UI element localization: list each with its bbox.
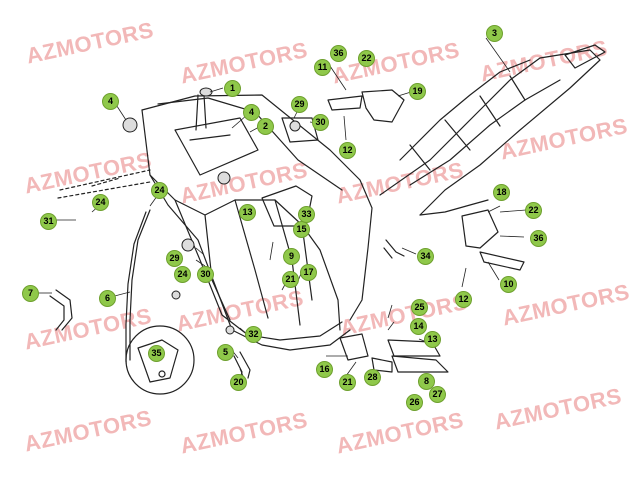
part-callout-29: 29: [166, 250, 183, 267]
part-callout-34: 34: [417, 248, 434, 265]
part-callout-4: 4: [243, 104, 260, 121]
part-callout-3: 3: [486, 25, 503, 42]
part-callout-28: 28: [364, 369, 381, 386]
part-callout-26: 26: [406, 394, 423, 411]
part-callout-14: 14: [410, 318, 427, 335]
part-callout-6: 6: [99, 290, 116, 307]
part-callout-24: 24: [174, 266, 191, 283]
part-callout-4: 4: [102, 93, 119, 110]
part-callout-30: 30: [197, 266, 214, 283]
part-callout-19: 19: [409, 83, 426, 100]
part-callout-13: 13: [239, 204, 256, 221]
part-callout-20: 20: [230, 374, 247, 391]
part-callout-1: 1: [224, 80, 241, 97]
part-callout-27: 27: [429, 386, 446, 403]
part-callout-32: 32: [245, 326, 262, 343]
part-callout-12: 12: [455, 291, 472, 308]
part-callout-2: 2: [257, 118, 274, 135]
part-callout-33: 33: [298, 206, 315, 223]
part-callout-16: 16: [316, 361, 333, 378]
part-callout-22: 22: [525, 202, 542, 219]
part-callout-35: 35: [148, 345, 165, 362]
part-callout-17: 17: [300, 264, 317, 281]
part-callout-22: 22: [358, 50, 375, 67]
part-callout-11: 11: [314, 59, 331, 76]
part-callout-5: 5: [217, 344, 234, 361]
part-callout-25: 25: [411, 299, 428, 316]
part-callout-15: 15: [293, 221, 310, 238]
part-callout-21: 21: [282, 271, 299, 288]
part-callout-21: 21: [339, 374, 356, 391]
part-callout-31: 31: [40, 213, 57, 230]
part-callout-24: 24: [92, 194, 109, 211]
part-callout-36: 36: [330, 45, 347, 62]
part-callout-30: 30: [312, 114, 329, 131]
part-callout-8: 8: [418, 373, 435, 390]
part-callout-24: 24: [151, 182, 168, 199]
part-callout-18: 18: [493, 184, 510, 201]
part-callout-10: 10: [500, 276, 517, 293]
part-callout-12: 12: [339, 142, 356, 159]
part-callout-29: 29: [291, 96, 308, 113]
part-callout-9: 9: [283, 248, 300, 265]
part-callout-7: 7: [22, 285, 39, 302]
part-callout-13: 13: [424, 331, 441, 348]
part-callout-36: 36: [530, 230, 547, 247]
